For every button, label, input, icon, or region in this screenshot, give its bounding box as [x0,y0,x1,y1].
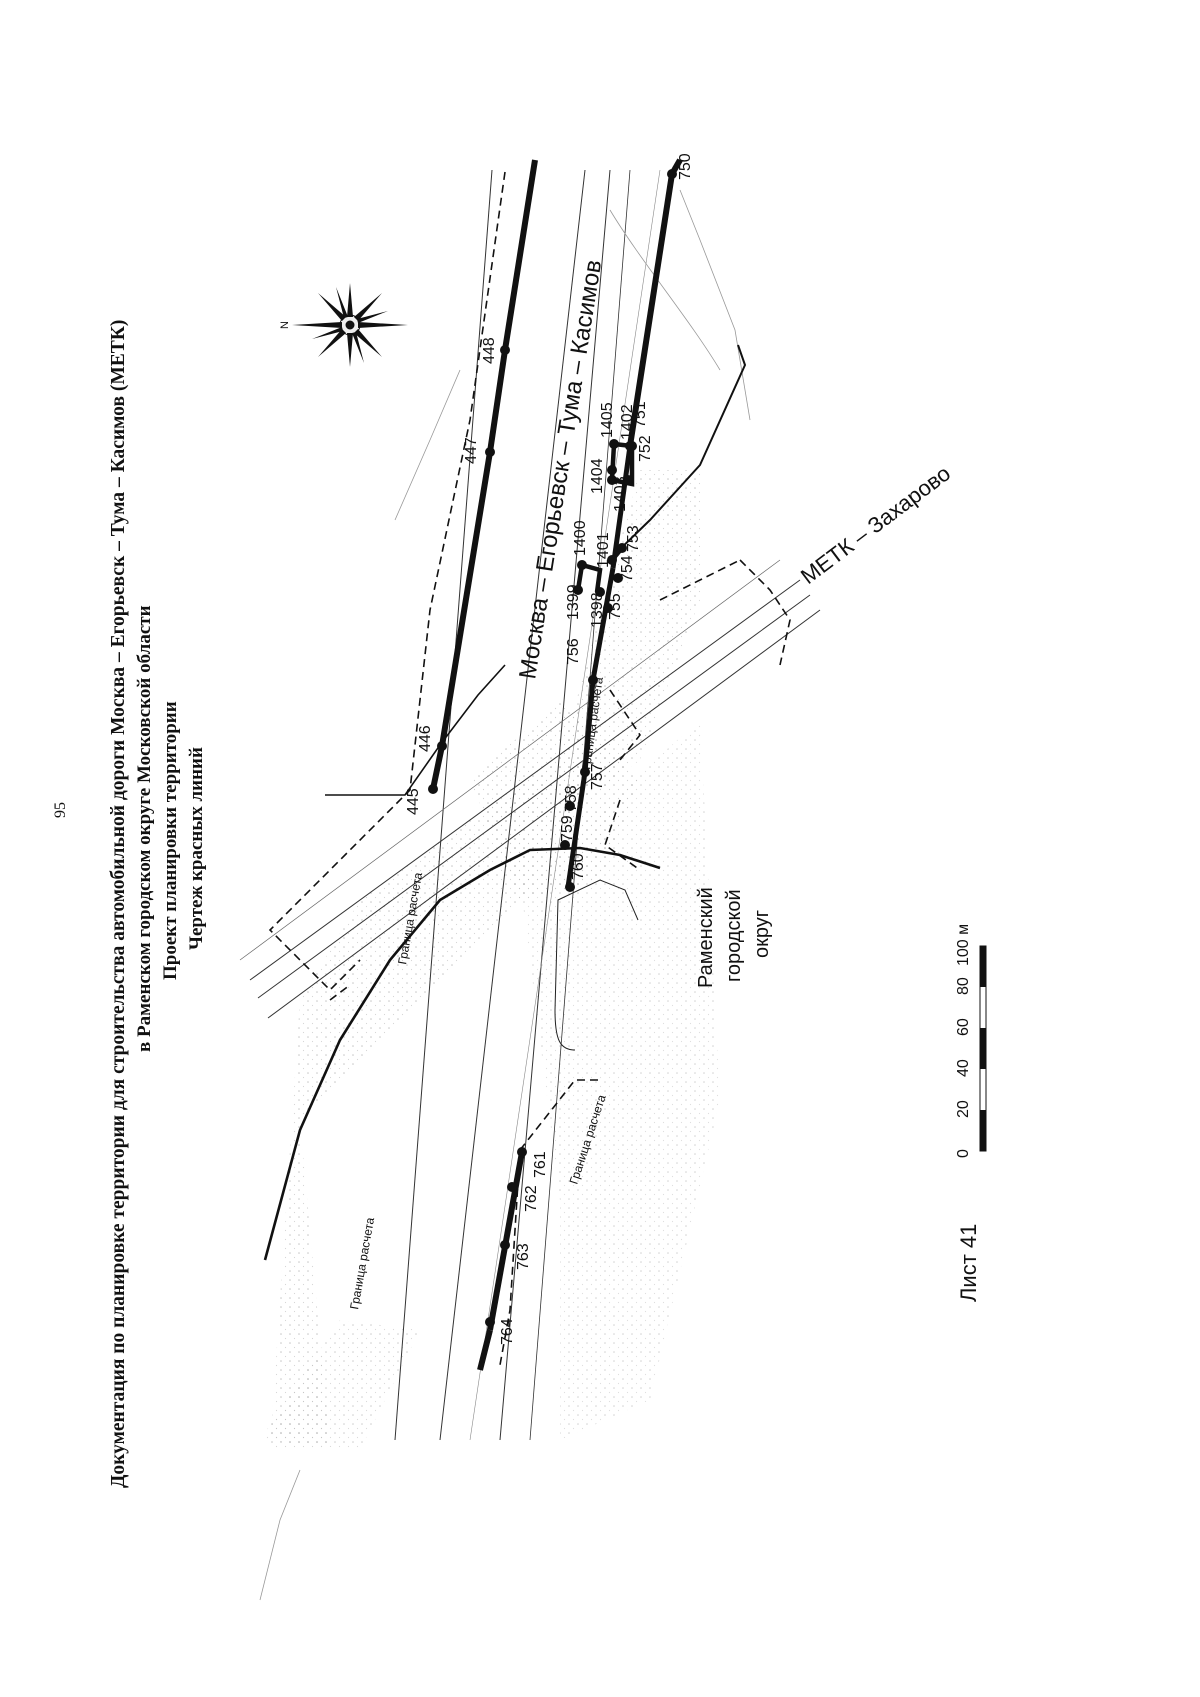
point-750 [667,169,677,179]
label-1401: 1401 [595,532,612,568]
compass-rose: N [279,283,408,367]
point-445 [428,784,438,794]
svg-text:Раменский: Раменский [695,887,717,988]
label-446: 446 [417,725,434,752]
label-753: 753 [625,525,642,552]
label-761: 761 [532,1151,549,1178]
calc-boundary-solid [554,879,639,1051]
calc-boundary-label-4: Граница расчета [347,1216,377,1310]
point-1405 [609,439,619,449]
label-1405: 1405 [599,402,616,438]
svg-text:городской: городской [723,889,745,982]
metk-zakharovo-road [239,559,821,1019]
label-751: 751 [632,401,649,428]
label-1398: 1398 [589,592,606,628]
district-boundary [263,846,661,1261]
label-752: 752 [637,435,654,462]
scale-bar: 0 20 40 60 80 100 м [955,924,987,1158]
scale-tick-0: 0 [955,1149,972,1158]
scale-tick-20: 20 [955,1100,972,1118]
point-labels: 445 446 447 448 750 751 752 753 754 755 … [405,153,694,1345]
point-446 [437,741,447,751]
point-1400 [577,560,587,570]
label-1403: 1403 [612,476,629,512]
point-1403 [607,475,617,485]
point-1399 [573,585,583,595]
sheet-label: Лист 41 [956,1224,981,1302]
terrain-texture [260,470,720,1450]
point-754 [613,573,623,583]
label-759: 759 [559,815,576,842]
point-753 [617,543,627,553]
point-764 [485,1317,495,1327]
label-1400: 1400 [572,520,589,556]
point-762 [507,1182,517,1192]
label-448: 448 [481,337,498,364]
label-763: 763 [515,1243,532,1270]
label-757: 757 [589,763,606,790]
district-boundary-east [614,344,747,555]
district-label: Раменский городской округ [695,887,773,988]
red-line-north [430,159,538,790]
label-760: 760 [570,853,587,880]
label-750: 750 [677,153,694,180]
label-764: 764 [499,1318,516,1345]
point-757 [580,767,590,777]
svg-text:округ: округ [751,910,773,958]
point-447 [485,447,495,457]
faint-contours [259,189,751,1601]
label-762: 762 [523,1185,540,1212]
label-758: 758 [563,785,580,812]
point-markers [428,169,677,1327]
point-763 [500,1240,510,1250]
point-759 [560,840,570,850]
label-445: 445 [405,788,422,815]
red-line-south [565,158,683,888]
point-1404 [607,465,617,475]
scale-tick-60: 60 [955,1018,972,1036]
point-1398 [595,587,605,597]
point-761 [517,1147,527,1157]
junction-label: МЕТК – Захарово [796,460,955,589]
point-1402 [627,441,637,451]
calc-boundary-dashed [268,171,791,1366]
point-752 [623,475,633,485]
label-755: 755 [607,593,624,620]
scale-tick-40: 40 [955,1059,972,1077]
point-448 [500,345,510,355]
label-754: 754 [619,555,636,582]
scale-tick-80: 80 [955,977,972,995]
point-1401 [607,555,617,565]
label-756: 756 [565,638,582,665]
point-756 [588,675,598,685]
label-447: 447 [463,437,480,464]
point-758 [565,801,575,811]
label-1404: 1404 [589,458,606,494]
label-1402: 1402 [619,404,636,440]
point-760 [565,882,575,892]
scale-tick-100: 100 м [955,924,972,966]
label-1399: 1399 [565,584,582,620]
point-755 [603,603,613,613]
compass-north-label: N [279,321,291,329]
